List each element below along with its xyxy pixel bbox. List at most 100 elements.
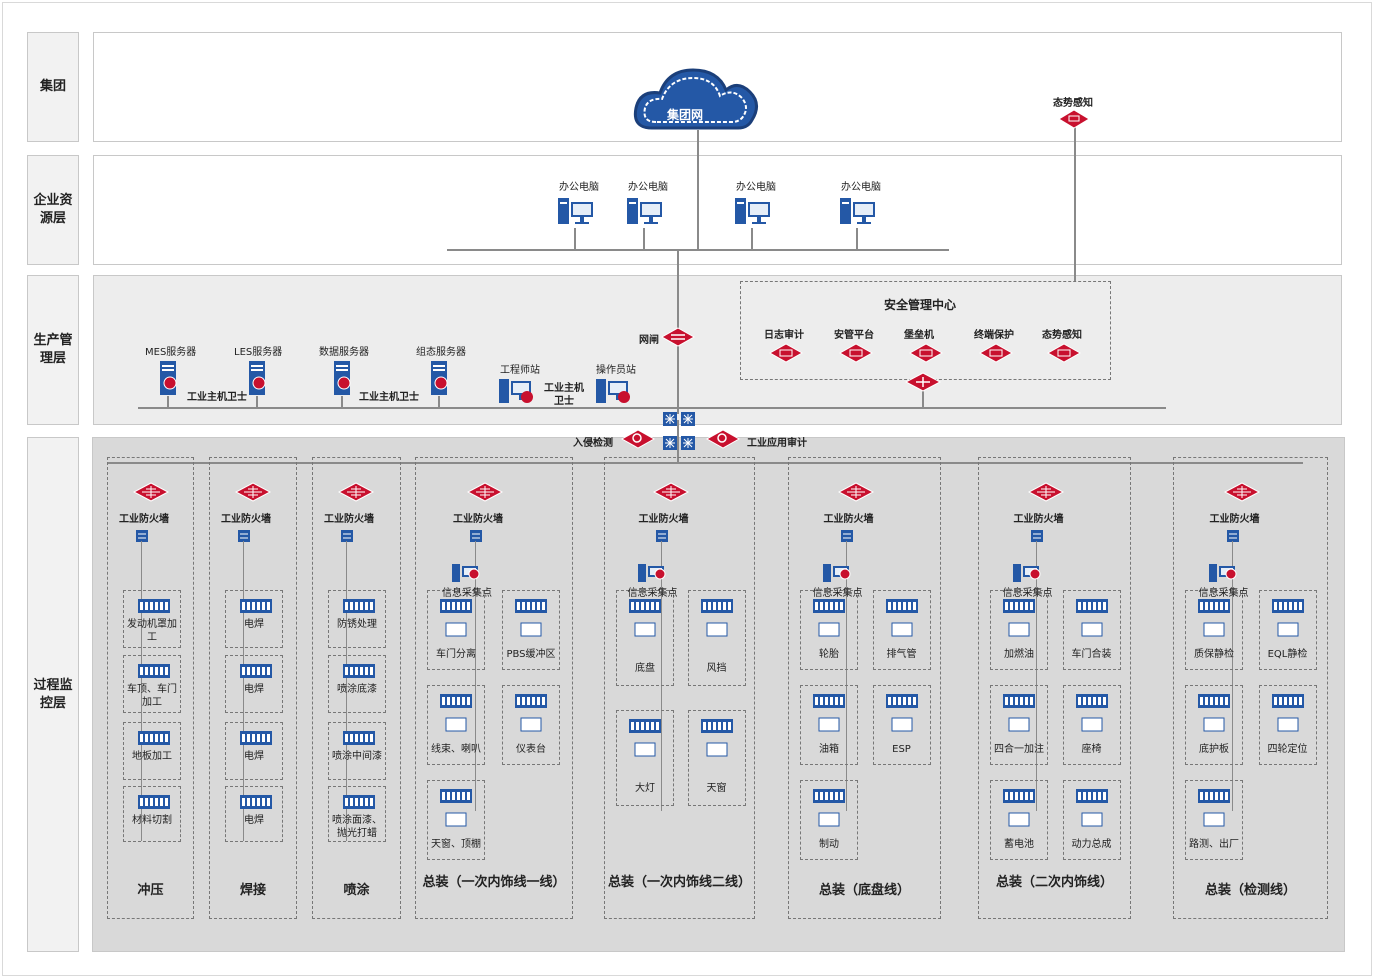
firewall-label: 工业防火墙 xyxy=(453,514,503,525)
soc-item-icon xyxy=(768,342,804,364)
firewall-label: 工业防火墙 xyxy=(324,514,374,525)
plc-icon xyxy=(1197,788,1231,804)
device-box xyxy=(427,685,485,765)
zone-trunk xyxy=(660,541,662,811)
plc-icon xyxy=(137,663,171,679)
hmi-icon xyxy=(445,812,467,828)
office-pc-label: 办公电脑 xyxy=(628,182,668,193)
device-box xyxy=(328,655,386,713)
zone-title: 喷涂 xyxy=(343,883,370,898)
firewall-icon xyxy=(652,481,690,503)
situational-line xyxy=(1074,125,1076,281)
engineer-station-label: 工程师站 xyxy=(500,365,540,376)
plc-icon xyxy=(342,794,376,810)
device-box xyxy=(225,722,283,780)
device-label: 电焊 xyxy=(244,684,264,695)
soc-title: 安全管理中心 xyxy=(884,298,957,312)
plc-icon xyxy=(1075,788,1109,804)
hmi-icon xyxy=(706,742,728,758)
plc-icon xyxy=(514,693,548,709)
device-box xyxy=(616,590,674,686)
hmi-icon xyxy=(706,622,728,638)
intrusion-label: 入侵检测 xyxy=(573,438,613,449)
switch-icon xyxy=(237,528,251,542)
device-box xyxy=(1258,685,1317,765)
device-label: 四轮定位 xyxy=(1267,744,1308,755)
device-label: 蓄电池 xyxy=(1004,839,1034,850)
device-label: 排气管 xyxy=(886,649,917,660)
firewall-icon xyxy=(132,481,170,503)
plc-icon xyxy=(1197,598,1231,614)
device-label: 防锈处理 xyxy=(337,619,377,630)
plc-icon xyxy=(1002,788,1036,804)
hmi-icon xyxy=(1081,717,1103,733)
hmi-icon xyxy=(1203,812,1225,828)
zone-trunk xyxy=(1231,541,1233,811)
layer-label-erp: 企业资源层 xyxy=(27,155,79,265)
zone-box xyxy=(107,457,194,919)
firewall-label: 工业防火墙 xyxy=(638,514,689,525)
firewall-icon xyxy=(1027,481,1065,503)
device-box xyxy=(990,685,1048,765)
hmi-icon xyxy=(1277,717,1299,733)
device-label: 加燃油 xyxy=(1004,649,1034,660)
office-pc-label: 办公电脑 xyxy=(559,182,599,193)
hmi-icon xyxy=(818,622,840,638)
device-box xyxy=(872,590,931,670)
device-label: EQL静检 xyxy=(1267,649,1308,660)
plc-icon xyxy=(885,693,919,709)
device-box xyxy=(1185,780,1243,860)
zone-trunk xyxy=(845,541,847,811)
switch-icon xyxy=(1030,528,1044,542)
hmi-icon xyxy=(1008,622,1030,638)
layer-label-group: 集团 xyxy=(27,32,79,142)
device-box xyxy=(123,655,181,713)
firewall-icon xyxy=(1223,481,1261,503)
plc-icon xyxy=(239,794,273,810)
plc-icon xyxy=(514,598,548,614)
device-box xyxy=(1185,685,1243,765)
plc-icon xyxy=(137,598,171,614)
server-icon xyxy=(246,359,270,397)
hmi-icon xyxy=(1081,812,1103,828)
device-label: 车顶、车门加工 xyxy=(127,684,177,708)
plc-icon xyxy=(137,794,171,810)
device-label: 电焊 xyxy=(244,619,264,630)
layer-box-group xyxy=(93,32,1342,142)
info-point-label: 信息采集点 xyxy=(1198,588,1249,599)
operator-station-label: 操作员站 xyxy=(596,365,636,376)
info-point-icon xyxy=(1207,560,1239,584)
plc-icon xyxy=(885,598,919,614)
plc-icon xyxy=(1197,693,1231,709)
zone-box xyxy=(978,457,1131,919)
plc-icon xyxy=(1002,598,1036,614)
situational-top-label: 态势感知 xyxy=(1053,98,1093,109)
device-label: 四合一加注 xyxy=(994,744,1044,755)
hmi-icon xyxy=(818,717,840,733)
device-label: 制动 xyxy=(819,839,839,850)
device-label: 路测、出厂 xyxy=(1189,839,1239,850)
switch-icon xyxy=(655,528,669,542)
soc-item-label: 终端保护 xyxy=(974,330,1014,341)
host-guard-split: 工业主机卫士 xyxy=(544,383,584,407)
soc-item-label: 态势感知 xyxy=(1042,330,1082,341)
device-box xyxy=(800,780,858,860)
hmi-icon xyxy=(1277,622,1299,638)
device-label: ESP xyxy=(892,744,911,755)
zone-title: 总装（检测线） xyxy=(1204,883,1296,898)
firewall-icon xyxy=(337,481,375,503)
office-pc-icon xyxy=(625,194,665,228)
hmi-icon xyxy=(1008,717,1030,733)
device-box xyxy=(1258,590,1317,670)
plc-icon xyxy=(1271,598,1305,614)
info-point-icon xyxy=(636,560,668,584)
plc-icon xyxy=(342,598,376,614)
device-label: 电焊 xyxy=(244,751,264,762)
server-link xyxy=(438,396,440,408)
server-label: LES服务器 xyxy=(234,347,283,358)
zone-title: 总装（一次内饰线二线） xyxy=(608,875,752,890)
device-box xyxy=(872,685,931,765)
plc-icon xyxy=(628,598,662,614)
zone-trunk xyxy=(243,541,244,841)
server-link xyxy=(256,396,258,408)
